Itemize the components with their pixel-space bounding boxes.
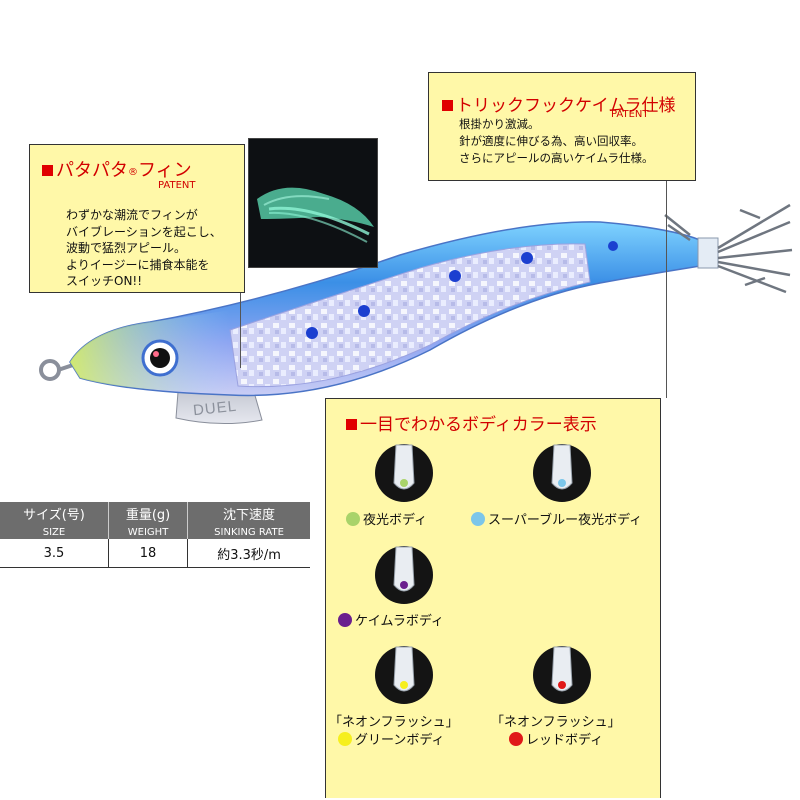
color-dot-icon (509, 732, 523, 746)
glowing-fin-image (249, 139, 377, 267)
body-color-prefix: 「ネオンフラッシュ」 (491, 715, 621, 730)
body-dot-icon (558, 479, 566, 487)
trick-hook-line: 針が適度に伸びる為、高い回収率。 (459, 134, 643, 148)
jig-head-swatch-icon (533, 444, 591, 502)
fin-line: バイブレーションを起こし、 (66, 224, 222, 239)
spec-value-size: 3.5 (0, 539, 109, 568)
trick-hook-patent: PATENT (611, 109, 649, 120)
body-color-label: レッドボディ (509, 729, 603, 748)
body-color-label: ケイムラボディ (338, 610, 444, 629)
fin-line: わずかな潮流でフィンが (66, 208, 198, 222)
body-dot-icon (400, 581, 408, 589)
fin-line: よりイージーに捕食本能を (66, 257, 210, 272)
spec-subheader-sinking-rate: SINKING RATE (187, 525, 310, 539)
red-square-icon (442, 100, 453, 111)
spec-header-size: サイズ(号) (0, 502, 109, 525)
body-dot-icon (558, 681, 566, 689)
body-color-label: グリーンボディ (338, 729, 444, 748)
trick-hook-description: 根掛かり激減。 針が適度に伸びる為、高い回収率。 さらにアピールの高いケイムラ仕… (459, 116, 653, 167)
body-color-label: 夜光ボディ (346, 509, 427, 528)
spec-header-row: サイズ(号) 重量(g) 沈下速度 (0, 502, 310, 525)
trick-hook-callout: トリックフックケイムラ仕様 PATENT 根掛かり激減。 針が適度に伸びる為、高… (428, 72, 696, 181)
body-color-label: スーパーブルー夜光ボディ (471, 509, 642, 528)
body-color-prefix: 「ネオンフラッシュ」 (329, 715, 459, 730)
red-square-icon (42, 165, 53, 176)
glow-fin-photo (248, 138, 378, 268)
spec-subheader-row: SIZE WEIGHT SINKING RATE (0, 525, 310, 539)
jig-head-swatch-icon (375, 546, 433, 604)
color-dot-icon (338, 732, 352, 746)
trick-hook-title: トリックフックケイムラ仕様 (442, 91, 675, 116)
trick-hook-line: 根掛かり激減。 (459, 117, 540, 131)
spec-value-sinking-rate: 約3.3秒/m (187, 539, 310, 568)
spec-subheader-weight: WEIGHT (107, 525, 188, 539)
color-dot-icon (338, 613, 352, 627)
fin-description: わずかな潮流でフィンが バイブレーションを起こし、 波動で猛烈アピール。 よりイ… (66, 207, 222, 290)
spec-subheader-size: SIZE (0, 525, 109, 539)
fin-patent: PATENT (158, 180, 196, 191)
spec-value-row: 3.5 18 約3.3秒/m (0, 539, 310, 568)
jig-head-swatch-icon (533, 646, 591, 704)
color-dot-icon (346, 512, 360, 526)
spec-value-weight: 18 (107, 539, 188, 568)
spec-table: サイズ(号) 重量(g) 沈下速度 SIZE WEIGHT SINKING RA… (0, 502, 310, 568)
spec-header-sinking-rate: 沈下速度 (187, 502, 310, 525)
leader-line-trick (666, 181, 667, 398)
fin-callout: パタパタ®フィン PATENT わずかな潮流でフィンが バイブレーションを起こし… (29, 144, 245, 293)
leader-line-fin (240, 293, 241, 368)
color-dot-icon (471, 512, 485, 526)
red-square-icon (346, 419, 357, 430)
body-dot-icon (400, 479, 408, 487)
spec-header-weight: 重量(g) (107, 502, 188, 525)
jig-head-swatch-icon (375, 444, 433, 502)
fin-line: 波動で猛烈アピール。 (66, 241, 187, 255)
body-color-panel: 一目でわかるボディカラー表示 夜光ボディ スーパーブルー夜光ボディ ケイムラボデ… (325, 398, 661, 798)
jig-head-swatch-icon (375, 646, 433, 704)
body-dot-icon (400, 681, 408, 689)
fin-line: スイッチON!! (66, 274, 143, 288)
body-color-title: 一目でわかるボディカラー表示 (346, 410, 597, 435)
fin-title: パタパタ®フィン (42, 156, 192, 182)
trick-hook-line: さらにアピールの高いケイムラ仕様。 (459, 151, 654, 165)
